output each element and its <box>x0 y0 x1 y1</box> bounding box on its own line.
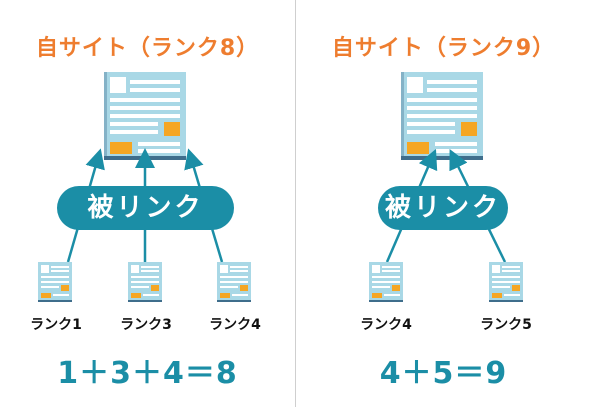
document-icon <box>217 262 251 302</box>
backlink-badge: 被リンク <box>57 186 234 230</box>
page-title: 自サイト（ランク8） <box>35 36 260 61</box>
source-rank-label: ランク3 <box>120 317 172 333</box>
document-icon <box>128 262 162 302</box>
source-rank-label: ランク5 <box>480 317 532 333</box>
rank-equation: 1＋3＋4＝8 <box>57 356 238 391</box>
web-page-icon <box>104 72 186 160</box>
web-page-icon <box>401 72 483 160</box>
panel-rank-8: 自サイト（ランク8） 被リンク <box>0 0 295 407</box>
page-title: 自サイト（ランク9） <box>331 36 556 61</box>
document-icon <box>38 262 72 302</box>
backlink-badge: 被リンク <box>378 186 508 230</box>
document-icon <box>369 262 403 302</box>
source-rank-label: ランク4 <box>209 317 261 333</box>
panel-divider <box>295 0 296 407</box>
source-rank-label: ランク4 <box>360 317 412 333</box>
source-rank-label: ランク1 <box>30 317 82 333</box>
document-icon <box>489 262 523 302</box>
panel-rank-9: 自サイト（ランク9） 被リンク <box>296 0 591 407</box>
rank-equation: 4＋5＝9 <box>379 356 508 391</box>
